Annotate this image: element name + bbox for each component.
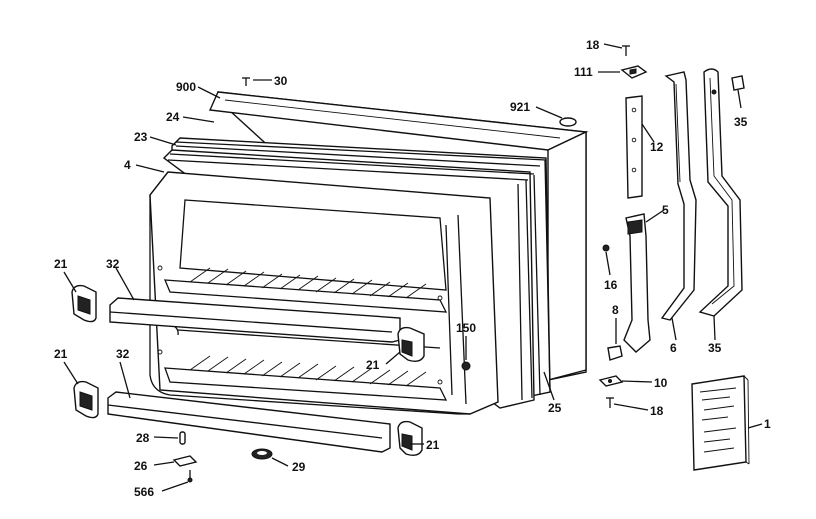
label-4: 4 (124, 158, 131, 172)
door-handle-6 (660, 71, 697, 321)
inner-door-liner (149, 171, 499, 415)
label-150: 150 (456, 321, 476, 335)
leader-lines (63, 43, 763, 492)
clip-26 (172, 455, 198, 467)
label-25: 25 (548, 401, 562, 415)
end-cap-upper-left (71, 284, 97, 323)
label-21-upper-left: 21 (54, 257, 68, 271)
label-21-lower-right: 21 (426, 438, 440, 452)
clip-8 (607, 345, 623, 361)
end-cap-lower-right (397, 420, 423, 457)
screw-16 (602, 244, 610, 252)
label-29: 29 (292, 460, 306, 474)
callout-labels: 900 30 24 23 4 921 18 111 35 12 5 16 21 … (54, 38, 771, 499)
label-35-top: 35 (734, 115, 748, 129)
label-24: 24 (166, 110, 180, 124)
label-16: 16 (604, 278, 618, 292)
door-handle-35 (698, 68, 743, 317)
label-23: 23 (134, 130, 148, 144)
handle-bracket-5 (623, 213, 651, 353)
label-12: 12 (650, 140, 664, 154)
label-32-upper: 32 (106, 257, 120, 271)
pin-28 (179, 431, 186, 445)
label-30: 30 (274, 74, 288, 88)
label-8: 8 (612, 303, 619, 317)
screw-18-top (622, 45, 630, 56)
grommet-29 (251, 448, 273, 460)
screw-18-bottom (606, 397, 614, 408)
end-cap-lower-left (73, 380, 99, 419)
cap-35 (731, 75, 745, 91)
label-32-lower: 32 (116, 347, 130, 361)
label-6: 6 (670, 341, 677, 355)
label-18-top: 18 (586, 38, 600, 52)
label-921: 921 (510, 100, 530, 114)
hinge-plate-12 (625, 95, 643, 199)
label-10: 10 (654, 376, 668, 390)
label-5: 5 (662, 203, 669, 217)
label-35-bottom: 35 (708, 341, 722, 355)
label-28: 28 (136, 431, 150, 445)
end-cap-upper-right (397, 326, 425, 363)
label-111: 111 (574, 65, 593, 79)
label-1: 1 (764, 417, 771, 431)
label-21-lower-left: 21 (54, 347, 68, 361)
label-900: 900 (176, 80, 196, 94)
label-18-bottom: 18 (650, 404, 664, 418)
label-566: 566 (134, 485, 154, 499)
label-21-upper-right: 21 (366, 358, 380, 372)
label-26: 26 (134, 459, 148, 473)
screw-566 (187, 470, 193, 483)
hinge-bracket-111 (620, 65, 648, 79)
plug-150 (461, 361, 471, 371)
clip-10 (598, 375, 624, 387)
cap-921 (559, 117, 577, 127)
lower-shelf-bar (107, 391, 391, 453)
owner-booklet-1 (691, 375, 750, 471)
screw-30 (242, 77, 250, 86)
